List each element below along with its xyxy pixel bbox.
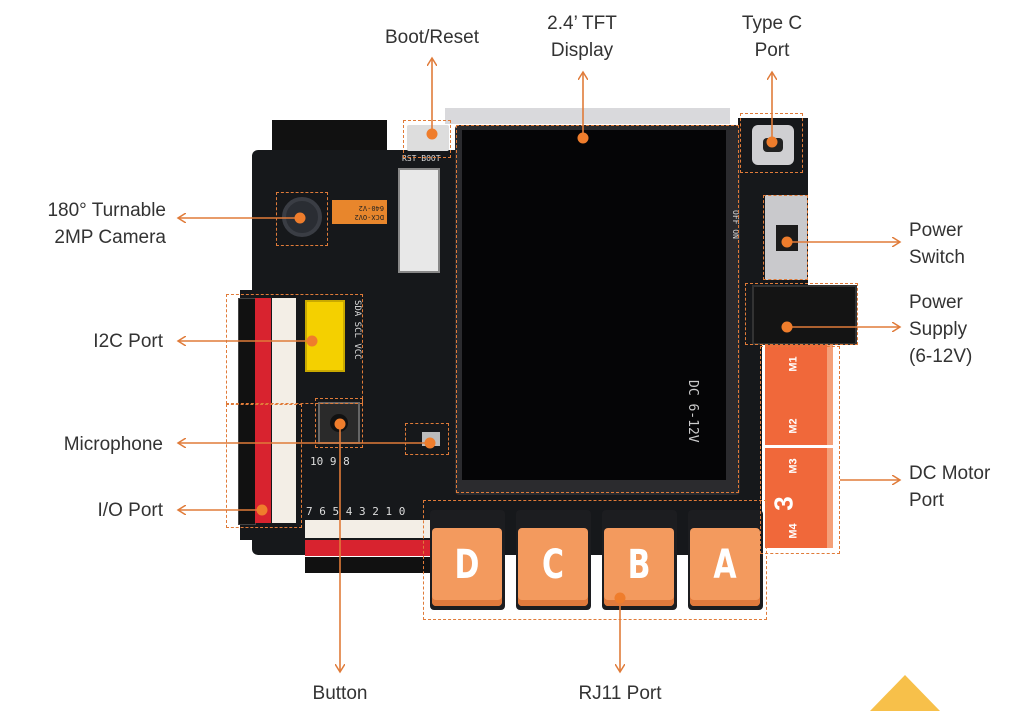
typec-text-1: Type C bbox=[741, 13, 803, 34]
power-switch-box bbox=[763, 195, 808, 280]
i2c-text: I2C Port bbox=[93, 331, 163, 352]
camera-connector bbox=[398, 168, 440, 273]
rj11-key-a: A bbox=[690, 528, 760, 606]
tft-screen bbox=[462, 130, 726, 480]
microphone-box bbox=[405, 423, 449, 455]
tft-text-2: Display bbox=[550, 40, 614, 61]
key-letter-b: B bbox=[627, 542, 651, 588]
dc-motor-box bbox=[760, 346, 840, 554]
motor-block-m1-m2 bbox=[765, 345, 833, 445]
camera-dot bbox=[294, 212, 306, 224]
microphone-label: Microphone bbox=[10, 431, 163, 458]
rj11-box bbox=[423, 500, 767, 620]
io-text: I/O Port bbox=[97, 500, 163, 521]
power-supply-text-1: Power bbox=[909, 292, 963, 313]
power-switch-label: Power Switch bbox=[909, 217, 965, 271]
key-letter-d: D bbox=[454, 542, 480, 588]
tft-text-1: 2.4’ TFT bbox=[547, 13, 617, 34]
power-supply-label: Power Supply (6-12V) bbox=[909, 289, 972, 370]
header-white-bottom bbox=[305, 520, 430, 538]
button-text: Button bbox=[312, 683, 368, 704]
camera-text-2: 2MP Camera bbox=[54, 227, 166, 248]
rj11-label: RJ11 Port bbox=[560, 680, 680, 707]
i2c-dot bbox=[306, 335, 318, 347]
io-label: I/O Port bbox=[10, 497, 163, 524]
header-white-left bbox=[272, 298, 296, 523]
boot-rst-silkscreen: RST BOOT bbox=[402, 154, 441, 163]
tft-label: 2.4’ TFT Display bbox=[522, 10, 642, 64]
rj11-dot bbox=[614, 592, 626, 604]
key-letter-c: C bbox=[541, 542, 565, 588]
io-box bbox=[226, 404, 302, 528]
motor-block-m3-m4 bbox=[765, 448, 833, 548]
button-dot bbox=[334, 418, 346, 430]
camera-label: 180° Turnable 2MP Camera bbox=[10, 197, 166, 251]
header-black-bottom bbox=[305, 557, 430, 573]
tft-box bbox=[456, 125, 739, 493]
power-supply-box bbox=[745, 283, 858, 345]
key-letter-a: A bbox=[713, 542, 737, 588]
button-box bbox=[315, 398, 363, 448]
header-red-bottom bbox=[305, 540, 430, 556]
typec-label: Type C Port bbox=[712, 10, 832, 64]
power-supply-text-3: (6-12V) bbox=[909, 346, 973, 367]
typec-text-2: Port bbox=[754, 40, 790, 61]
corner-triangle bbox=[870, 675, 940, 711]
button-label: Button bbox=[280, 680, 400, 707]
power-supply-dot bbox=[781, 321, 793, 333]
microphone-text: Microphone bbox=[63, 434, 163, 455]
dc-motor-label: DC Motor Port bbox=[909, 460, 990, 514]
typec-dot bbox=[766, 136, 778, 148]
bottom-numbers-silkscreen: 7 6 5 4 3 2 1 0 bbox=[306, 505, 406, 518]
rj11-key-c: C bbox=[518, 528, 588, 606]
boot-reset-box bbox=[403, 120, 451, 158]
rj11-text: RJ11 Port bbox=[578, 683, 662, 704]
camera-text-1: 180° Turnable bbox=[47, 200, 166, 221]
i2c-box bbox=[226, 294, 363, 404]
camera-lens bbox=[282, 197, 322, 237]
flex-cable bbox=[445, 108, 730, 124]
i2c-label: I2C Port bbox=[10, 328, 163, 355]
power-switch-dot bbox=[781, 236, 793, 248]
boot-reset-dot bbox=[426, 128, 438, 140]
power-switch-text-2: Switch bbox=[909, 247, 965, 268]
tft-dot bbox=[577, 132, 589, 144]
microphone-dot bbox=[424, 437, 436, 449]
io-dot bbox=[256, 504, 268, 516]
boot-reset-label: Boot/Reset bbox=[372, 24, 492, 51]
boot-reset-text: Boot/Reset bbox=[385, 27, 479, 48]
power-supply-text-2: Supply bbox=[909, 319, 968, 340]
rj11-key-d: D bbox=[432, 528, 502, 606]
power-switch-text-1: Power bbox=[909, 220, 963, 241]
dc-motor-text-1: DC Motor bbox=[909, 463, 991, 484]
dc-motor-text-2: Port bbox=[909, 490, 944, 511]
camera-box bbox=[276, 192, 328, 246]
header-red-left bbox=[255, 298, 271, 523]
